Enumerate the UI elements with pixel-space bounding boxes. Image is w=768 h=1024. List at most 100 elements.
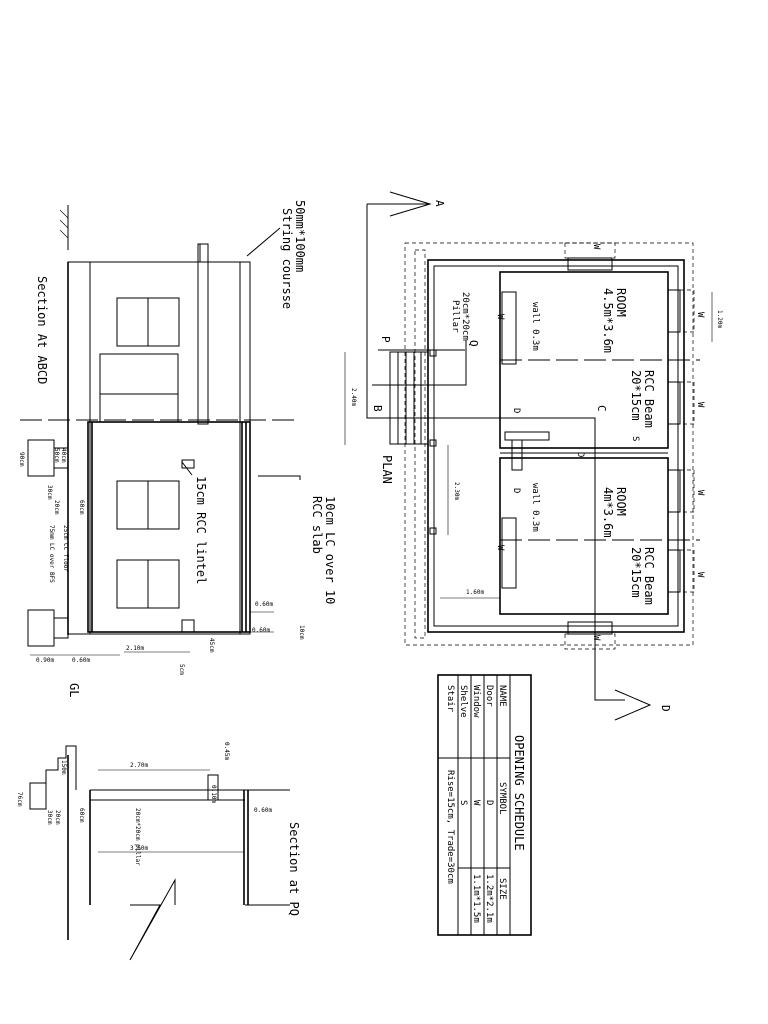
dim-label: 50cm — [53, 448, 60, 463]
dim-label: 60cm — [78, 500, 85, 515]
dim-label: 10cm — [298, 625, 305, 640]
window-north-sill — [564, 242, 616, 259]
schedule-header-symbol: SYMBOL — [497, 782, 507, 815]
slab-label: 10cm LC over 10 — [323, 496, 337, 604]
string-course-label: String coursse — [280, 208, 294, 309]
dim-label: 2.30m — [453, 482, 460, 500]
room-north-wall: wall 0.3m — [530, 302, 540, 351]
room-south-name: ROOM — [614, 487, 628, 516]
pillar-label: Pillar — [450, 300, 460, 333]
dim-label: 45cm — [208, 638, 215, 653]
schedule-title: OPENING SCHEDULE — [512, 735, 526, 851]
elevation-door — [99, 353, 179, 423]
schedule-row-size: 1.2m*2.1m — [484, 874, 494, 923]
dim-label: 0.90m — [36, 657, 54, 664]
cut-p-label: P — [379, 336, 392, 343]
slab-label-2: RCC slab — [310, 496, 324, 554]
window-label: W — [695, 572, 705, 578]
section-abcd-labels: Section At ABCD 50mm*100mm String courss… — [18, 200, 337, 697]
dim-label: 0.60m — [72, 657, 90, 664]
schedule-row-symbol: W — [471, 800, 481, 806]
window-label: W — [591, 635, 601, 641]
dim-label: 2.40m — [350, 388, 357, 406]
pillar-2 — [429, 439, 437, 447]
door-label: D — [511, 488, 521, 493]
dim-label: 76cm — [16, 792, 23, 807]
foundation-2 — [27, 609, 55, 647]
room-north-name: ROOM — [614, 288, 628, 317]
window-north — [567, 257, 613, 271]
cut-q-label: Q — [467, 340, 480, 347]
dim-label: 2.10m — [126, 645, 144, 652]
parapet — [197, 243, 209, 425]
pillar-3 — [429, 527, 437, 535]
room-south-beam: RCC Beam — [642, 547, 656, 605]
pq-foundation — [29, 782, 47, 810]
room-south-beam-size: 20*15cm — [629, 547, 643, 598]
dim-label: 90cm — [18, 452, 25, 467]
schedule-row-size: 1.1m*1.5m — [471, 874, 481, 923]
pq-pillar-label: 20cm*20cm pillar — [134, 808, 141, 866]
cut-d-label: D — [659, 705, 672, 712]
section-pq — [29, 745, 290, 961]
schedule-row-name: Window — [471, 685, 481, 718]
cut-a-label: A — [433, 200, 446, 207]
elevation-wall — [67, 261, 251, 635]
dim-label: 3.60m — [130, 845, 148, 852]
window-label: W — [695, 312, 705, 318]
schedule-row-name: Shelve — [458, 685, 468, 718]
dim-label: 0.60m — [254, 807, 272, 814]
dim-label: 2.70m — [130, 762, 148, 769]
dim-label: 60cm — [78, 808, 85, 823]
schedule-header-name: NAME — [497, 685, 507, 707]
lintel-label: 15cm RCC lintel — [194, 476, 208, 584]
section-abcd-title: Section At ABCD — [35, 276, 49, 384]
window-label: W — [695, 490, 705, 496]
shelve-label: S — [630, 436, 640, 441]
dim-label: 1.60m — [466, 589, 484, 596]
plan-labels: ROOM 4.5m*3.6m wall 0.3m RCC Beam 20*15c… — [350, 200, 723, 712]
pillar-size: 20cm*20cm — [460, 292, 470, 341]
opening-schedule: OPENING SCHEDULE NAME SYMBOL SIZE Door D… — [437, 674, 532, 936]
door-label: D — [575, 452, 585, 457]
floor-plan — [344, 191, 713, 721]
window-label: W — [695, 402, 705, 408]
pq-break-line — [129, 878, 176, 961]
room-north-beam: RCC Beam — [642, 370, 656, 428]
section-pq-labels: Section at PQ 2.70m 3.60m 0.60m 0.45m 0.… — [16, 742, 301, 916]
section-abcd — [20, 205, 301, 656]
room-south — [499, 457, 669, 615]
section-cut-zone — [87, 421, 251, 633]
lintel — [181, 459, 195, 469]
section-pq-title: Section at PQ — [287, 822, 301, 916]
ground-level-label: GL — [67, 683, 81, 697]
plan-title: PLAN — [380, 455, 394, 484]
room-south-size: 4m*3.6m — [601, 487, 615, 538]
schedule-header-size: SIZE — [497, 878, 507, 900]
dim-label: 20cm — [54, 810, 61, 825]
dim-label: 0.10m — [210, 785, 217, 803]
pq-parapet — [207, 774, 219, 800]
dim-label: 150m — [60, 760, 67, 775]
pillar-1 — [429, 349, 437, 357]
dim-label: 0.60m — [255, 601, 273, 608]
dim-label: 20cm — [53, 500, 60, 515]
dim-label: 5cm — [178, 664, 185, 675]
schedule-row-name: Door — [484, 685, 494, 707]
foundation-1 — [27, 439, 55, 477]
dim-label: 1.20m — [716, 310, 723, 328]
window-west-2 — [501, 517, 517, 589]
slab-leader — [258, 475, 301, 480]
schedule-row-symbol: D — [484, 800, 494, 805]
lintel-leader — [181, 461, 193, 476]
window-south-sill — [564, 633, 616, 650]
window-west-1 — [501, 291, 517, 365]
dim-label: 30cm — [46, 485, 53, 500]
lintel-2 — [181, 619, 195, 633]
room-south-wall: wall 0.3m — [530, 483, 540, 532]
windows-east — [667, 289, 695, 593]
cut-b-label: B — [371, 405, 384, 412]
window-label: W — [495, 545, 505, 551]
schedule-stair-note: Rise=15cm, Trade=30cm — [445, 770, 455, 884]
